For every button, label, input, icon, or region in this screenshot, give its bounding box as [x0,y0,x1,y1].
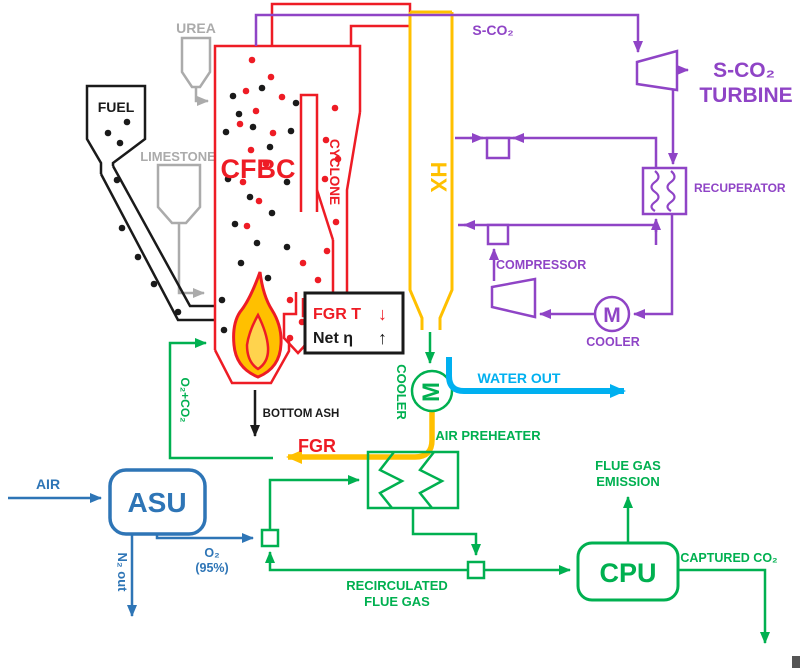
cfbc-label: CFBC [221,154,296,184]
turbine-symbol [635,49,679,92]
fuel-hopper [85,84,214,322]
bed-particles-black [218,84,300,334]
cpu-label: CPU [599,558,656,588]
air-preheater-label: AIR PREHEATER [435,428,541,443]
limestone-hopper [156,163,205,298]
emission-label-2: EMISSION [596,474,660,489]
recuperator-coils [650,170,676,212]
sco2-junction-top [485,136,511,160]
hx-label: HX [426,162,451,193]
compressor-label: COMPRESSOR [496,258,586,272]
flue-gas-cooler-label: COOLER [394,364,409,420]
callout-box [303,291,405,355]
sco2-stream-label: S-CO₂ [472,22,513,38]
recirculated-label-1: RECIRCULATED [346,578,448,593]
corner-artifact [792,656,800,668]
air-label: AIR [36,476,60,492]
sco2-cooler-motor: M [603,304,621,327]
sco2-cooler-label: COOLER [586,335,639,349]
fuel-label: FUEL [98,99,135,115]
fgr-label: FGR [298,436,336,456]
flue-gas-split-junction [466,560,486,580]
flue-gas-cooler-motor: M [418,382,445,402]
water-out-pipe [446,357,626,398]
oxidant-label: O₂+CO₂ [178,377,192,422]
flue-gas-cooler [410,369,454,413]
sco2-junction-mid [486,223,510,246]
callout-down-arrow-icon: ↓ [378,304,387,324]
recirculated-label-2: FLUE GAS [364,594,430,609]
fuel-particles [104,118,182,316]
cyclone-label: CYCLONE [327,139,342,205]
air-preheater-box [366,450,460,510]
callout-net-eta: Net η [313,330,353,347]
o2-label: O₂ [204,546,219,560]
flame [232,271,283,379]
sco2-lines [254,13,689,319]
compressor-symbol [490,277,537,319]
limestone-label: LIMESTONE [140,149,216,164]
recuperator-label: RECUPERATOR [694,181,786,195]
oxidant-mixing-junction [260,528,280,548]
emission-label-1: FLUE GAS [595,458,661,473]
cpu-box [576,541,680,602]
callout-up-arrow-icon: ↑ [378,328,387,348]
o2-purity-label: (95%) [195,561,228,575]
sco2-cooler-symbol [593,295,631,333]
recuperator-box [641,166,688,216]
recirculation-lines [265,475,770,644]
hx-column [408,10,454,330]
turbine-label-2: TURBINE [699,84,792,107]
turbine-label-1: S-CO₂ [713,59,775,82]
oxidant-lines [168,332,435,460]
o2-line [155,533,254,543]
urea-label: UREA [176,20,216,36]
bottom-ash-label: BOTTOM ASH [263,408,340,420]
asu-label: ASU [127,487,186,518]
captured-co2-label: CAPTURED CO₂ [680,551,777,565]
air-preheater-coils [378,451,445,509]
n2-out-label: N₂ out [115,553,130,593]
water-out-label: WATER OUT [478,370,561,386]
callout-fgr-t: FGR T [313,306,361,323]
urea-hopper [180,36,212,106]
